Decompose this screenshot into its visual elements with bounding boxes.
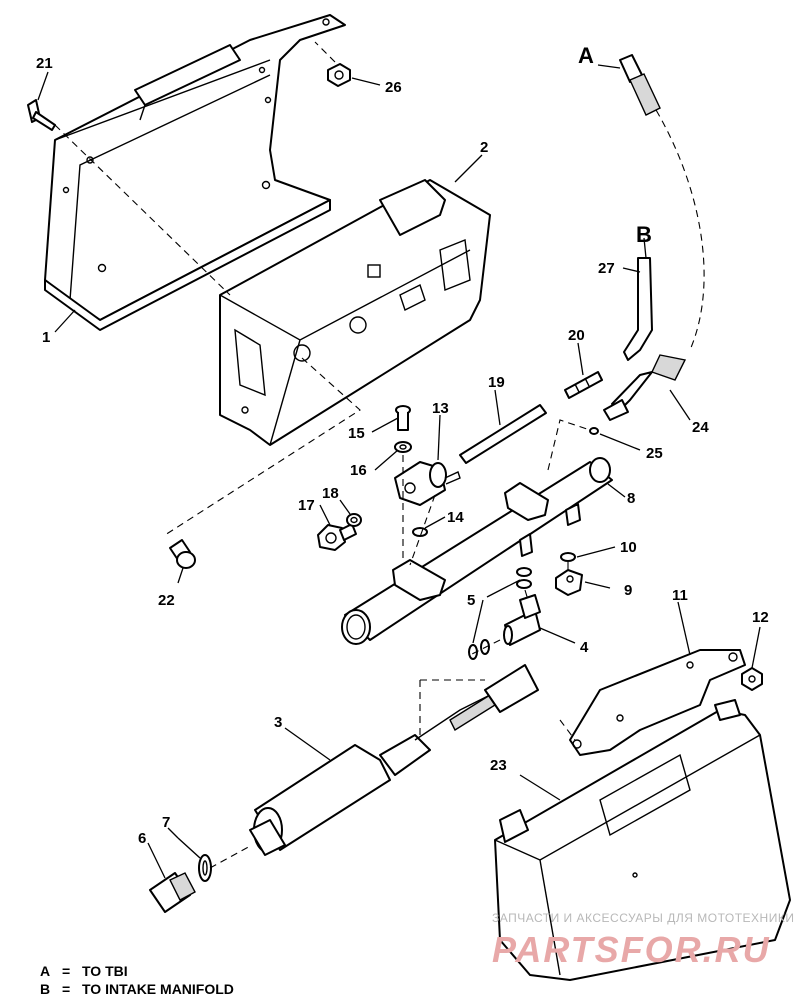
callout-2: 2 <box>480 139 488 156</box>
callout-15: 15 <box>348 425 365 442</box>
fitting-part-20 <box>564 371 603 399</box>
bolt-part-17 <box>317 523 357 551</box>
legend-b-text: TO INTAKE MANIFOLD <box>82 981 234 997</box>
assembly-lines <box>54 41 591 869</box>
tank-part-23 <box>494 699 791 981</box>
nut-part-12 <box>741 667 763 691</box>
legend-a-text: TO TBI <box>82 963 128 979</box>
hose-part-27 <box>623 257 653 361</box>
callout-7: 7 <box>162 814 170 831</box>
callout-4: 4 <box>580 639 589 656</box>
connector-a: A <box>578 43 594 68</box>
orings-part-5 <box>468 567 532 660</box>
oring-part-10 <box>560 552 576 562</box>
elbow-part-4 <box>503 594 541 646</box>
callout-16: 16 <box>350 462 367 479</box>
callout-23: 23 <box>490 757 507 774</box>
callout-14: 14 <box>447 509 464 526</box>
callout-11: 11 <box>672 587 688 604</box>
connector-b: B <box>636 222 652 247</box>
fuel-line-part-24 <box>603 54 705 421</box>
watermark: ЗАПЧАСТИ И АКСЕССУАРЫ ДЛЯ МОТОТЕХНИКИ PA… <box>492 911 794 970</box>
washer-part-18 <box>346 513 362 527</box>
leader-lines <box>37 64 761 879</box>
fitting-part-9 <box>555 569 583 596</box>
fitting-part-6 <box>149 872 196 913</box>
bracket-part-1 <box>44 14 346 331</box>
callout-17: 17 <box>298 497 315 514</box>
callout-3: 3 <box>274 714 282 731</box>
fuel-pump-part-3 <box>249 664 539 856</box>
plug-part-22 <box>169 539 196 569</box>
screw-part-21 <box>27 99 56 131</box>
callout-8: 8 <box>627 490 635 507</box>
callout-27: 27 <box>598 260 615 277</box>
callout-19: 19 <box>488 374 505 391</box>
callout-10: 10 <box>620 539 637 556</box>
callout-21: 21 <box>36 55 53 72</box>
callout-22: 22 <box>158 592 175 609</box>
legend-b-key: B <box>40 981 50 997</box>
legend-a-eq: = <box>62 963 70 979</box>
nut-part-26 <box>327 63 351 87</box>
callout-25: 25 <box>646 445 663 462</box>
oring-part-25 <box>589 427 599 435</box>
callout-12: 12 <box>752 609 769 626</box>
callout-20: 20 <box>568 327 585 344</box>
watermark-tagline: ЗАПЧАСТИ И АКСЕССУАРЫ ДЛЯ МОТОТЕХНИКИ <box>492 911 794 925</box>
watermark-brand: PARTSFOR.RU <box>492 929 771 970</box>
legend-b-eq: = <box>62 981 70 997</box>
housing-part-2 <box>219 179 491 446</box>
regulator-part-13 <box>394 461 461 506</box>
legend-a-key: A <box>40 963 50 979</box>
callout-numbers: 21 26 1 2 27 20 19 24 25 13 15 16 8 17 1… <box>36 55 769 847</box>
connector-letters: A B <box>578 43 652 247</box>
fuel-rail-part-8 <box>341 457 613 645</box>
bolt-part-15 <box>395 405 411 431</box>
callout-5: 5 <box>467 592 475 609</box>
callout-6: 6 <box>138 830 146 847</box>
washer-part-16 <box>394 441 412 453</box>
callout-26: 26 <box>385 79 402 96</box>
callout-1: 1 <box>42 329 50 346</box>
oring-part-14 <box>412 527 428 537</box>
callout-18: 18 <box>322 485 339 502</box>
callout-9: 9 <box>624 582 632 599</box>
legend: A = TO TBI B = TO INTAKE MANIFOLD <box>40 963 234 997</box>
plate-part-11 <box>569 649 746 756</box>
rod-part-19 <box>459 404 547 464</box>
callout-24: 24 <box>692 419 709 436</box>
callout-13: 13 <box>432 400 449 417</box>
